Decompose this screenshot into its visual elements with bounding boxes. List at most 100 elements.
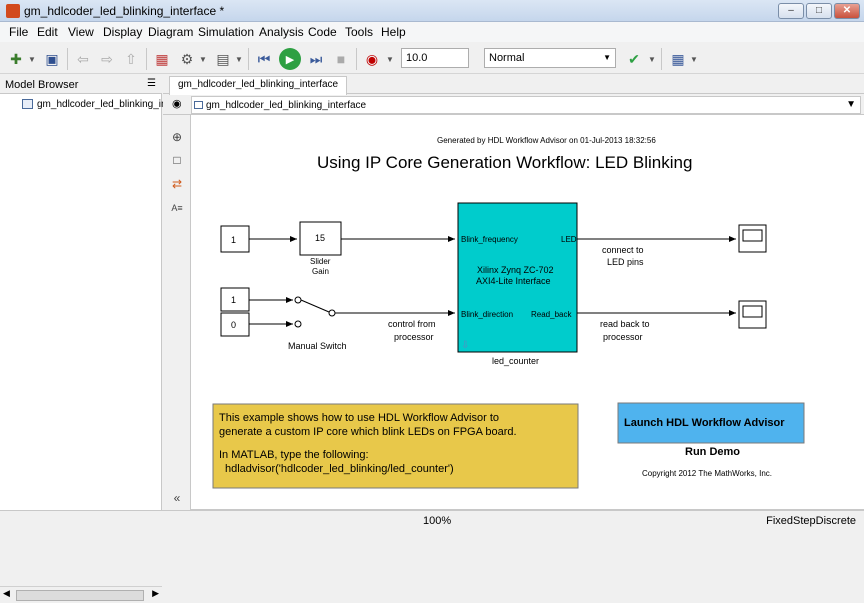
diagram-canvas: Generated by HDL Workflow Advisor on 01-… xyxy=(191,115,864,510)
subsystem-arrow-icon: ⇩ xyxy=(461,340,469,351)
menu-file[interactable]: File xyxy=(9,25,29,39)
stop-time-input[interactable]: 10.0 xyxy=(401,48,469,68)
diagram-svg: Generated by HDL Workflow Advisor on 01-… xyxy=(212,136,805,489)
record-icon[interactable]: ◉ xyxy=(365,50,379,67)
menu-tools[interactable]: Tools xyxy=(345,25,374,39)
menu-display[interactable]: Display xyxy=(103,25,143,39)
manual-switch-block[interactable] xyxy=(294,296,336,328)
collapse-palette-icon[interactable]: « xyxy=(173,491,181,505)
menu-code[interactable]: Code xyxy=(308,25,337,39)
port-out-read-back: Read_back xyxy=(531,310,572,319)
switch-label: Manual Switch xyxy=(288,341,347,351)
signal-label-read-1: read back to xyxy=(600,319,650,329)
simulation-mode-select[interactable]: Normal ▼ xyxy=(484,48,616,68)
grid-dropdown-icon[interactable]: ▼ xyxy=(690,54,698,64)
grid-tools-icon[interactable]: ▦ xyxy=(671,50,685,67)
copyright-text: Copyright 2012 The MathWorks, Inc. xyxy=(642,469,772,478)
menu-help[interactable]: Help xyxy=(381,25,406,39)
check-dropdown-icon[interactable]: ▼ xyxy=(648,54,656,64)
led-counter-subsystem[interactable]: Blink_frequency Blink_direction LED Read… xyxy=(457,202,578,353)
menu-simulation[interactable]: Simulation xyxy=(198,25,255,39)
maximize-button[interactable]: □ xyxy=(806,3,832,19)
close-button[interactable]: ✕ xyxy=(834,3,860,19)
new-model-icon[interactable]: ✚ xyxy=(10,50,22,67)
menu-edit[interactable]: Edit xyxy=(37,25,58,39)
zoom-icon[interactable]: ⊕ xyxy=(171,130,183,144)
scope-block-led[interactable] xyxy=(738,224,767,253)
svg-text:15: 15 xyxy=(315,233,325,243)
subsystem-text-2: AXI4-Lite Interface xyxy=(476,276,551,286)
svg-text:Launch HDL Workflow Advisor: Launch HDL Workflow Advisor xyxy=(624,417,785,429)
subsystem-name: led_counter xyxy=(492,356,539,366)
tree-item-label: gm_hdlcoder_led_blinking_inte xyxy=(37,99,175,110)
svg-text:generate a custom IP core whic: generate a custom IP core which blink LE… xyxy=(219,426,517,438)
port-in-blink-direction: Blink_direction xyxy=(461,310,513,319)
constant-block-1[interactable]: 1 xyxy=(220,225,250,253)
check-icon[interactable]: ✔ xyxy=(628,50,640,67)
browser-horizontal-scrollbar[interactable]: ◀ ▶ xyxy=(0,586,162,603)
library-browser-icon[interactable]: ▦ xyxy=(155,50,169,67)
step-back-icon[interactable]: ⏮ xyxy=(257,50,271,67)
simulation-mode-value: Normal xyxy=(489,52,525,64)
explorer-dropdown-icon[interactable]: ▼ xyxy=(235,54,243,64)
constant-block-2[interactable]: 1 xyxy=(220,287,250,312)
note-annotation[interactable]: This example shows how to use HDL Workfl… xyxy=(212,403,579,489)
model-icon xyxy=(194,101,203,109)
up-arrow-icon[interactable]: ⇧ xyxy=(125,50,137,67)
gear-dropdown-icon[interactable]: ▼ xyxy=(199,54,207,64)
window-title: gm_hdlcoder_led_blinking_interface * xyxy=(24,4,225,18)
solver-status: FixedStepDiscrete xyxy=(766,515,856,527)
scope-block-read-back[interactable] xyxy=(738,300,767,329)
svg-text:0: 0 xyxy=(231,320,236,330)
signal-label-led-2: LED pins xyxy=(607,257,644,267)
model-config-gear-icon[interactable]: ⚙ xyxy=(180,50,194,67)
zoom-level: 100% xyxy=(423,515,452,527)
svg-text:This example shows how to use: This example shows how to use HDL Workfl… xyxy=(219,412,499,424)
fit-view-icon[interactable]: □ xyxy=(173,153,181,167)
tab-model[interactable]: gm_hdlcoder_led_blinking_interface xyxy=(169,76,348,95)
address-bar: ◉ gm_hdlcoder_led_blinking_interface ▼ xyxy=(163,95,864,115)
generated-note: Generated by HDL Workflow Advisor on 01-… xyxy=(437,136,656,145)
model-explorer-icon[interactable]: ▤ xyxy=(216,50,230,67)
constant-block-3[interactable]: 0 xyxy=(220,312,250,337)
menu-analysis[interactable]: Analysis xyxy=(259,25,304,39)
save-icon[interactable]: ▣ xyxy=(45,50,59,67)
model-icon xyxy=(22,99,33,110)
scroll-left-icon[interactable]: ◀ xyxy=(3,588,10,598)
matlab-app-icon xyxy=(6,4,20,18)
menu-bar: File Edit View Display Diagram Simulatio… xyxy=(0,22,864,42)
stop-icon[interactable]: ■ xyxy=(336,51,346,67)
menu-view[interactable]: View xyxy=(68,25,94,39)
scroll-right-icon[interactable]: ▶ xyxy=(152,588,159,598)
step-forward-icon[interactable]: ⏭ xyxy=(309,50,323,67)
chevron-down-icon: ▼ xyxy=(603,53,611,62)
run-icon[interactable]: ▶ xyxy=(279,48,301,70)
minimize-button[interactable]: – xyxy=(778,3,804,19)
chevron-down-icon[interactable]: ▼ xyxy=(846,99,856,110)
gain-label-gain: Gain xyxy=(312,267,329,276)
menu-diagram[interactable]: Diagram xyxy=(148,25,194,39)
svg-text:1: 1 xyxy=(231,295,236,305)
slider-gain-block[interactable]: 15 xyxy=(299,221,342,256)
signal-label-read-2: processor xyxy=(603,332,643,342)
signal-label-led-1: connect to xyxy=(602,245,644,255)
svg-text:1: 1 xyxy=(231,235,236,245)
annotation-icon[interactable]: A≡ xyxy=(171,203,183,213)
scroll-thumb[interactable] xyxy=(16,590,144,601)
signal-label-control-2: processor xyxy=(394,332,434,342)
back-arrow-icon[interactable]: ⇦ xyxy=(77,50,89,67)
title-bar: gm_hdlcoder_led_blinking_interface * – □… xyxy=(0,0,864,22)
hide-browser-icon[interactable]: ◉ xyxy=(172,98,182,110)
editor-tab-strip: gm_hdlcoder_led_blinking_interface xyxy=(163,74,864,95)
forward-arrow-icon[interactable]: ⇨ xyxy=(101,50,113,67)
browser-menu-icon[interactable]: ☰ xyxy=(147,78,156,89)
model-browser-header: Model Browser ☰ xyxy=(0,76,162,94)
signal-label-control: control from xyxy=(388,319,436,329)
new-model-dropdown-icon[interactable]: ▼ xyxy=(28,54,36,64)
arrows-icon[interactable]: ⇄ xyxy=(171,177,183,191)
launch-workflow-advisor-button[interactable]: Launch HDL Workflow Advisor xyxy=(617,402,805,444)
model-path-breadcrumb[interactable]: gm_hdlcoder_led_blinking_interface ▼ xyxy=(191,96,861,114)
breadcrumb-label: gm_hdlcoder_led_blinking_interface xyxy=(206,100,367,111)
record-dropdown-icon[interactable]: ▼ xyxy=(386,54,394,64)
tree-item-model[interactable]: gm_hdlcoder_led_blinking_inte xyxy=(22,99,175,110)
